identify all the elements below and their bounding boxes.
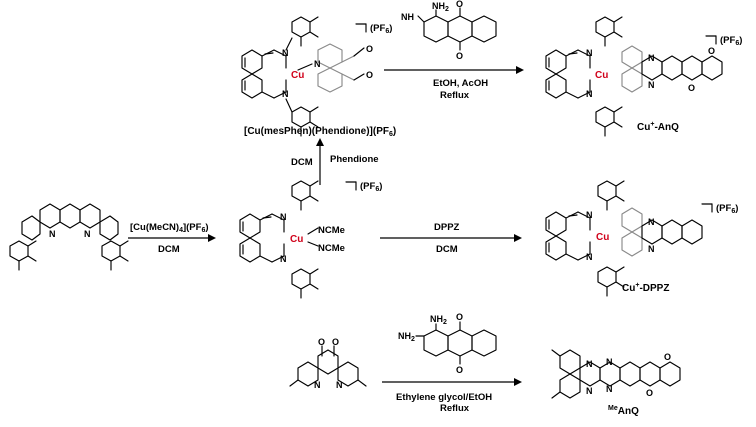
nitrogen-label: N xyxy=(336,380,343,390)
oxygen-label: O xyxy=(456,312,463,322)
nitrogen-label: N xyxy=(648,53,655,63)
nitrogen-label: N xyxy=(314,380,321,390)
top-condition-1: EtOH, AcOH xyxy=(433,78,488,89)
cu-dppz-caption: Cu+-DPPZ xyxy=(622,282,669,294)
phendione-complex-name: [Cu(mesPhen)(Phendione)](PF xyxy=(244,126,389,137)
left-reaction-arrow xyxy=(128,234,216,242)
acetonitrile-complex-structure: N N Cu NCMe NCMe (PF6) xyxy=(239,180,382,299)
phendione-complex-caption: [Cu(mesPhen)(Phendione)](PF6) xyxy=(244,126,396,138)
oxygen-label: O xyxy=(366,44,373,54)
aminoanthraquinone-bottom: NH2 NH2 O O xyxy=(398,312,497,375)
amine-label: NH2 xyxy=(430,314,447,326)
bottom-condition-1: Ethylene glycol/EtOH xyxy=(396,392,492,403)
nitrogen-label: N xyxy=(280,254,287,264)
oxygen-label: O xyxy=(456,0,463,9)
mesphen-ligand-structure: N N xyxy=(9,203,129,271)
nitrogen-label: N xyxy=(586,210,593,220)
nitrogen-label: N xyxy=(282,48,289,58)
aminoanthraquinone-top: NH NH2 O O xyxy=(401,0,497,61)
nitrogen-label: N xyxy=(314,59,321,69)
counterion-label: (PF6) xyxy=(370,23,392,35)
copper-center: Cu xyxy=(291,70,304,81)
oxygen-label: O xyxy=(366,70,373,80)
phendione-complex-close: ) xyxy=(393,126,396,137)
amine-label: NH2 xyxy=(398,331,415,343)
counterion-label: (PF6) xyxy=(360,181,382,193)
dimethyl-phendione-structure: O O N N xyxy=(289,337,367,390)
oxygen-label: O xyxy=(664,352,671,362)
nitrogen-label: N xyxy=(586,386,593,396)
cu-anq-caption: Cu+-AnQ xyxy=(637,121,679,133)
me-anq-caption: MeAnQ xyxy=(608,405,639,417)
nitrogen-label: N xyxy=(648,244,655,254)
nitrogen-label: N xyxy=(586,48,593,58)
middle-reaction-arrow xyxy=(380,234,522,242)
nitrogen-label: N xyxy=(606,357,613,367)
top-condition-2: Reflux xyxy=(440,90,470,101)
nitrogen-label: N xyxy=(282,89,289,99)
oxygen-label: O xyxy=(646,388,653,398)
nitrogen-label: N xyxy=(606,384,613,394)
cu-anq-structure: N N Cu N N O O (PF6) xyxy=(545,16,742,137)
oxygen-label: O xyxy=(456,51,463,61)
nitrogen-label: N xyxy=(84,229,91,239)
nitrogen-label: N xyxy=(586,252,593,262)
left-condition-below: DCM xyxy=(158,244,180,255)
phendione-complex-sub: 6 xyxy=(389,131,393,138)
nitrogen-label: N xyxy=(586,89,593,99)
nitrogen-label: N xyxy=(49,229,56,239)
bottom-condition-2: Reflux xyxy=(440,403,470,414)
amine-label: NH xyxy=(401,12,414,22)
counterion-open: (PF xyxy=(370,23,386,34)
me-anq-structure: N N N N O O xyxy=(551,349,681,399)
counterion-sub: 6 xyxy=(385,28,389,35)
oxygen-label: O xyxy=(332,337,339,347)
oxygen-label: O xyxy=(708,46,715,56)
vertical-reaction-arrow xyxy=(316,138,324,185)
counterion-close: ) xyxy=(389,23,392,34)
oxygen-label: O xyxy=(318,337,325,347)
phendione-complex-structure: N N Cu N O O (PF6) xyxy=(241,16,392,137)
nitrogen-label: N xyxy=(648,217,655,227)
counterion-label: (PF6) xyxy=(716,203,738,215)
nitrogen-label: N xyxy=(586,359,593,369)
top-reaction-arrow xyxy=(384,66,524,74)
middle-condition-below: DCM xyxy=(436,244,458,255)
bottom-reaction-arrow xyxy=(382,378,522,386)
cu-dppz-structure: N N Cu N N (PF6) xyxy=(545,180,738,297)
copper-center: Cu xyxy=(595,70,608,81)
copper-center: Cu xyxy=(290,234,303,245)
ncme-ligand: NCMe xyxy=(318,243,345,254)
nitrogen-label: N xyxy=(648,80,655,90)
oxygen-label: O xyxy=(688,83,695,93)
copper-center: Cu xyxy=(596,232,609,243)
vertical-condition-left: DCM xyxy=(291,157,313,168)
oxygen-label: O xyxy=(456,365,463,375)
amine-label-2: NH2 xyxy=(432,1,449,13)
middle-condition-above: DPPZ xyxy=(434,222,460,233)
left-condition-above: [Cu(MeCN)4](PF6) xyxy=(130,222,209,234)
vertical-condition-right: Phendione xyxy=(330,154,379,165)
ncme-ligand: NCMe xyxy=(318,225,345,236)
counterion-label: (PF6) xyxy=(720,35,742,47)
nitrogen-label: N xyxy=(280,212,287,222)
